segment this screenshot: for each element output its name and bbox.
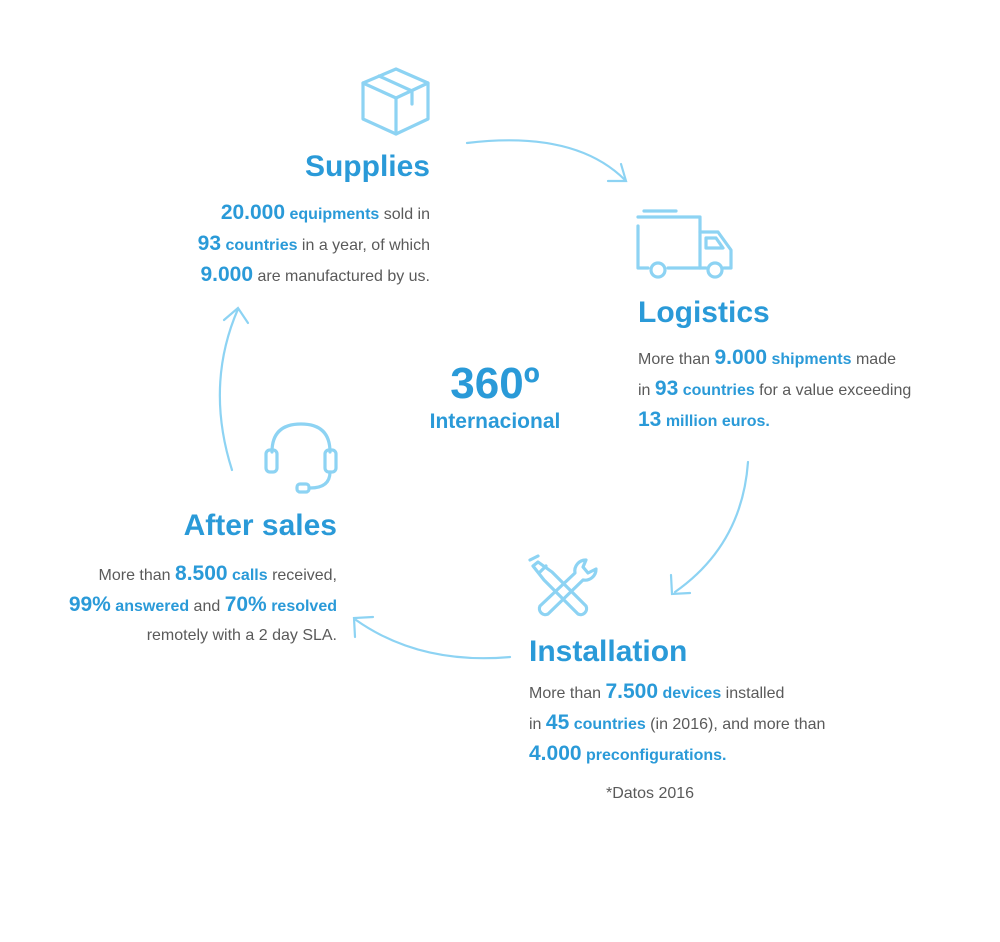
after-sales-line-3: remotely with a 2 day SLA.	[69, 621, 337, 650]
logistics-countries-label: countries	[682, 382, 755, 399]
after-sales-resolved-label: resolved	[271, 598, 337, 615]
supplies-title: Supplies	[304, 150, 430, 183]
installation-line-2: in 45 countries (in 2016), and more than	[529, 708, 825, 739]
supplies-line-2: 93 countries in a year, of which	[198, 229, 430, 260]
supplies-line-1: 20.000 equipments sold in	[198, 198, 430, 229]
installation-description: More than 7.500 devices installed in 45 …	[529, 677, 825, 770]
logistics-text-4: for a value exceeding	[754, 382, 912, 399]
after-sales-resolved-pct: 70%	[224, 593, 267, 616]
arrow-after-sales-to-supplies	[218, 306, 250, 472]
supplies-text-3: are manufactured by us.	[253, 268, 430, 285]
after-sales-description: More than 8.500 calls received, 99% answ…	[69, 559, 337, 650]
logistics-text-3: in	[638, 382, 655, 399]
after-sales-answered-pct: 99%	[68, 593, 111, 616]
supplies-countries-label: countries	[225, 237, 298, 254]
center-number: 360º	[450, 359, 540, 408]
after-sales-calls-label: calls	[232, 567, 268, 584]
installation-preconfig-count: 4.000	[529, 742, 582, 765]
truck-icon	[636, 209, 733, 279]
arrow-supplies-to-logistics	[465, 139, 628, 183]
supplies-line-3: 9.000 are manufactured by us.	[198, 260, 430, 291]
after-sales-text-2: received,	[267, 567, 337, 584]
after-sales-line-2: 99% answered and 70% resolved	[69, 590, 337, 621]
after-sales-text-4: remotely with a 2 day SLA.	[146, 627, 337, 644]
box-icon	[361, 67, 430, 136]
logistics-line-2: in 93 countries for a value exceeding	[638, 374, 911, 405]
logistics-title: Logistics	[638, 296, 770, 329]
installation-line-1: More than 7.500 devices installed	[529, 677, 825, 708]
installation-text-3: in	[529, 716, 546, 733]
installation-preconfig-label: preconfigurations.	[586, 747, 727, 764]
after-sales-title: After sales	[183, 509, 337, 542]
arrow-logistics-to-installation	[669, 460, 750, 596]
center-label: Internacional	[429, 410, 561, 433]
supplies-countries-count: 93	[197, 232, 222, 255]
installation-devices-count: 7.500	[605, 680, 659, 703]
supplies-description: 20.000 equipments sold in 93 countries i…	[198, 198, 430, 291]
logistics-text-2: made	[851, 351, 896, 368]
after-sales-calls-count: 8.500	[175, 562, 228, 585]
logistics-value-count: 13	[638, 408, 662, 431]
installation-countries-count: 45	[545, 711, 570, 734]
supplies-equipments-label: equipments	[289, 206, 380, 223]
headset-icon	[264, 422, 338, 494]
supplies-text-1: sold in	[379, 206, 430, 223]
arrow-installation-to-after-sales	[352, 615, 512, 660]
installation-countries-label: countries	[573, 716, 646, 733]
footnote: *Datos 2016	[606, 785, 695, 802]
installation-devices-label: devices	[662, 685, 722, 702]
logistics-line-3: 13 million euros.	[638, 405, 911, 436]
installation-text-4: (in 2016), and more than	[645, 716, 826, 733]
supplies-manufactured-count: 9.000	[200, 263, 254, 286]
logistics-shipments-count: 9.000	[714, 346, 768, 369]
logistics-shipments-label: shipments	[771, 351, 852, 368]
after-sales-text-3: and	[189, 598, 225, 615]
after-sales-text-1: More than	[98, 567, 176, 584]
supplies-text-2: in a year, of which	[297, 237, 430, 254]
logistics-line-1: More than 9.000 shipments made	[638, 343, 911, 374]
installation-text-2: installed	[721, 685, 785, 702]
installation-text-1: More than	[529, 685, 606, 702]
installation-title: Installation	[529, 635, 688, 668]
supplies-equipments-count: 20.000	[220, 201, 286, 224]
installation-line-3: 4.000 preconfigurations.	[529, 739, 825, 770]
after-sales-answered-label: answered	[115, 598, 190, 615]
tools-icon	[528, 554, 598, 617]
logistics-countries-count: 93	[654, 377, 679, 400]
logistics-text-1: More than	[638, 351, 715, 368]
logistics-value-label: million euros.	[665, 413, 770, 430]
after-sales-line-1: More than 8.500 calls received,	[69, 559, 337, 590]
logistics-description: More than 9.000 shipments made in 93 cou…	[638, 343, 911, 436]
